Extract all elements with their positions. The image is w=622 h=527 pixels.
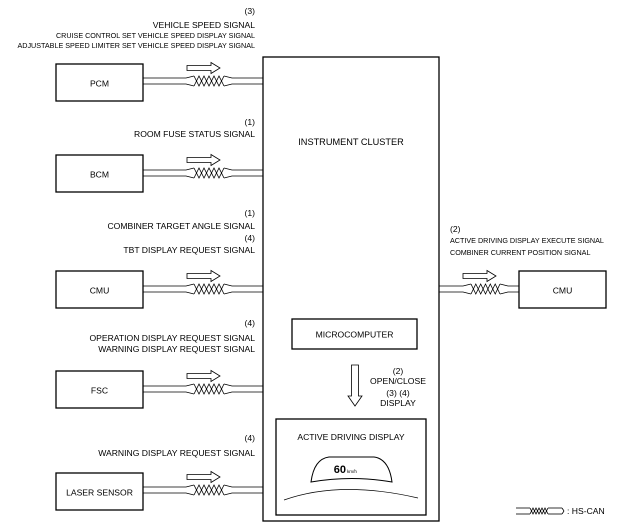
fsc-signal-1: OPERATION DISPLAY REQUEST SIGNAL	[89, 333, 255, 343]
fsc-signal-number: (4)	[244, 318, 255, 328]
hs-can-legend: : HS-CAN	[516, 506, 605, 516]
pcm-signal-number: (3)	[244, 6, 255, 16]
hs-can-legend-label: : HS-CAN	[567, 506, 605, 516]
pcm-connection-arrow	[186, 61, 221, 75]
control-arrow	[347, 364, 363, 407]
hud-speed-unit: km/h	[347, 469, 357, 474]
pcm-signal-2: CRUISE CONTROL SET VEHICLE SPEED DISPLAY…	[56, 31, 255, 40]
laser-signal-number: (4)	[244, 433, 255, 443]
laser-sensor-connection	[143, 470, 263, 496]
laser-sensor-connection-arrow	[186, 470, 221, 484]
cmu-right-box	[518, 270, 607, 309]
active-driving-display-label: ACTIVE DRIVING DISPLAY	[297, 432, 405, 442]
pcm-box	[55, 63, 144, 102]
bcm-signal-1: ROOM FUSE STATUS SIGNAL	[134, 129, 255, 139]
cmu-signal-number-2: (4)	[244, 233, 255, 243]
cmu-left-connection	[143, 269, 263, 295]
right-signal-1: ACTIVE DRIVING DISPLAY EXECUTE SIGNAL	[450, 236, 604, 245]
bcm-connection-arrow	[186, 153, 221, 167]
control-display: DISPLAY	[380, 398, 416, 408]
laser-sensor-box	[55, 472, 144, 511]
cmu-signal-1: COMBINER TARGET ANGLE SIGNAL	[107, 221, 255, 231]
fsc-label: FSC	[91, 386, 108, 396]
hud-illustration: 60 km/h	[283, 456, 419, 501]
fsc-connection-arrow	[186, 369, 221, 383]
control-number: (2)	[393, 366, 404, 376]
pcm-connection	[143, 61, 263, 87]
fsc-box	[55, 370, 144, 409]
pcm-signal-1: VEHICLE SPEED SIGNAL	[153, 20, 255, 30]
cmu-signal-number-1: (1)	[244, 208, 255, 218]
bcm-signal-number: (1)	[244, 117, 255, 127]
fsc-connection	[143, 369, 263, 395]
bcm-box	[55, 154, 144, 193]
microcomputer-label: MICROCOMPUTER	[316, 330, 394, 340]
wire-connections	[143, 61, 519, 496]
fsc-signal-2: WARNING DISPLAY REQUEST SIGNAL	[98, 344, 255, 354]
microcomputer-box	[291, 318, 418, 350]
pcm-label: PCM	[90, 79, 109, 89]
control-open-close: OPEN/CLOSE	[370, 376, 426, 386]
instrument-cluster-title: INSTRUMENT CLUSTER	[298, 137, 404, 147]
bcm-connection	[143, 153, 263, 179]
laser-signal-1: WARNING DISPLAY REQUEST SIGNAL	[98, 448, 255, 458]
pcm-signal-3: ADJUSTABLE SPEED LIMITER SET VEHICLE SPE…	[17, 41, 255, 50]
hud-speed-value: 60	[334, 464, 346, 476]
cmu-right-label: CMU	[553, 286, 573, 296]
cmu-right-connection-arrow	[462, 269, 497, 283]
cmu-left-connection-arrow	[186, 269, 221, 283]
control-numbers: (3) (4)	[386, 388, 410, 398]
laser-sensor-label: LASER SENSOR	[66, 488, 133, 498]
cmu-left-box	[55, 270, 144, 309]
right-signal-2: COMBINER CURRENT POSITION SIGNAL	[450, 248, 590, 257]
cmu-right-connection	[439, 269, 519, 295]
cmu-left-label: CMU	[90, 286, 110, 296]
bcm-label: BCM	[90, 170, 109, 180]
cmu-signal-2: TBT DISPLAY REQUEST SIGNAL	[123, 245, 255, 255]
right-signal-number: (2)	[450, 224, 461, 234]
